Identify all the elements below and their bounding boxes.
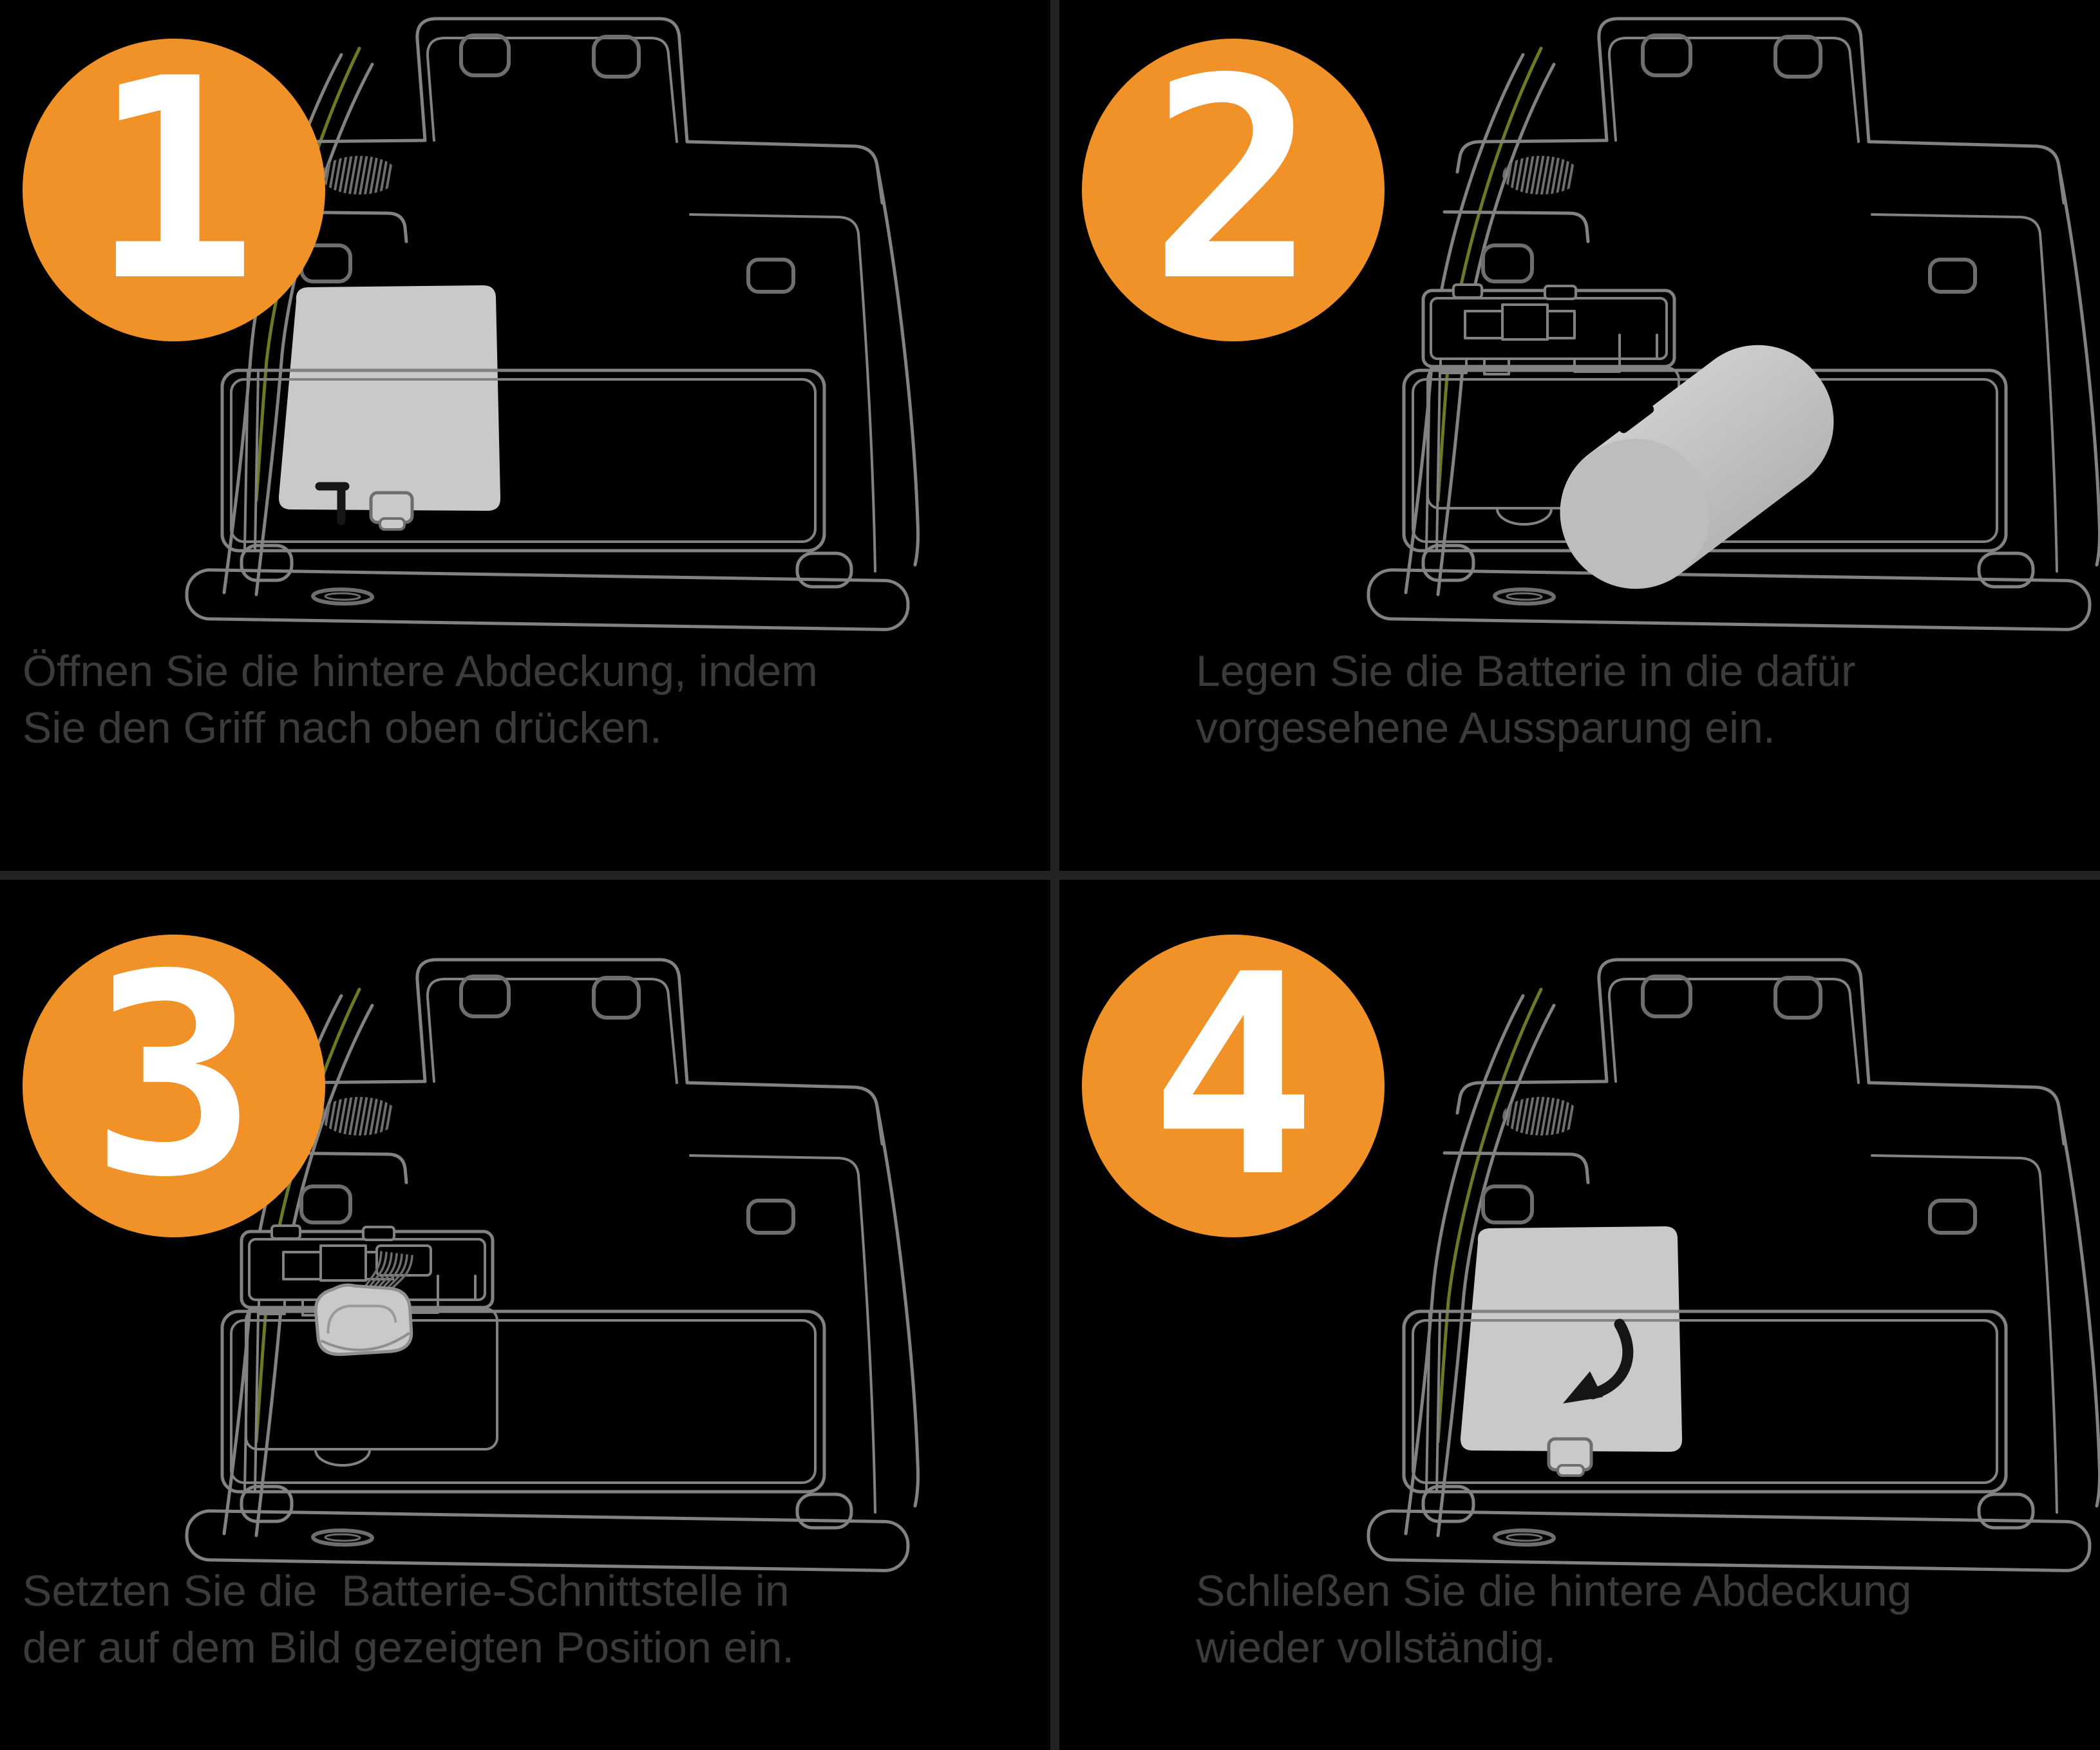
step-number: 4 [1149,916,1317,1238]
step-panel-1: 1 Öffnen Sie die hintere Abdeckung, inde… [0,0,1041,870]
device-illustration-step-2 [1272,10,2100,638]
step-caption: Setzten Sie die Batterie-Schnittstelle i… [23,1566,795,1673]
step-caption: Legen Sie die Batterie in die dafür vorg… [1196,647,1856,753]
battery-connector [314,1244,432,1356]
step-panel-3: 3 Setzten Sie die Batterie-Schnittstelle… [0,880,1041,1750]
step-caption: Schließen Sie die hintere Abdeckung wied… [1196,1566,1912,1673]
battery-terminal-notch [1618,404,1654,433]
step-number: 1 [90,20,258,342]
step-number: 3 [90,916,258,1238]
step-number-badge: 3 [23,926,325,1237]
step-number-badge: 1 [23,30,325,341]
connector-plug [314,1283,413,1356]
panel-divider-horizontal [0,871,2100,880]
device-illustration-step-1 [90,10,966,638]
cover-hook-icon [315,482,350,526]
step-caption: Öffnen Sie die hintere Abdeckung, indem … [23,647,818,753]
cover-latch [1547,1437,1593,1477]
close-arrow-icon [1563,1318,1634,1403]
step-panel-4: 4 Schließen Sie die hintere Abdeckung wi… [1059,880,2100,1750]
device-illustration-step-4 [1272,951,2100,1579]
battery-cover-closed [220,285,826,553]
battery-cover-closing [1402,1226,2008,1494]
step-panel-2: 2 Legen Sie die Batterie in die dafür vo… [1059,0,2100,870]
battery [1560,345,1871,589]
device-illustration-step-3 [90,951,966,1579]
step-number: 2 [1149,20,1317,342]
step-number-badge: 2 [1082,30,1385,341]
cover-latch [369,491,414,531]
step-number-badge: 4 [1082,926,1385,1237]
